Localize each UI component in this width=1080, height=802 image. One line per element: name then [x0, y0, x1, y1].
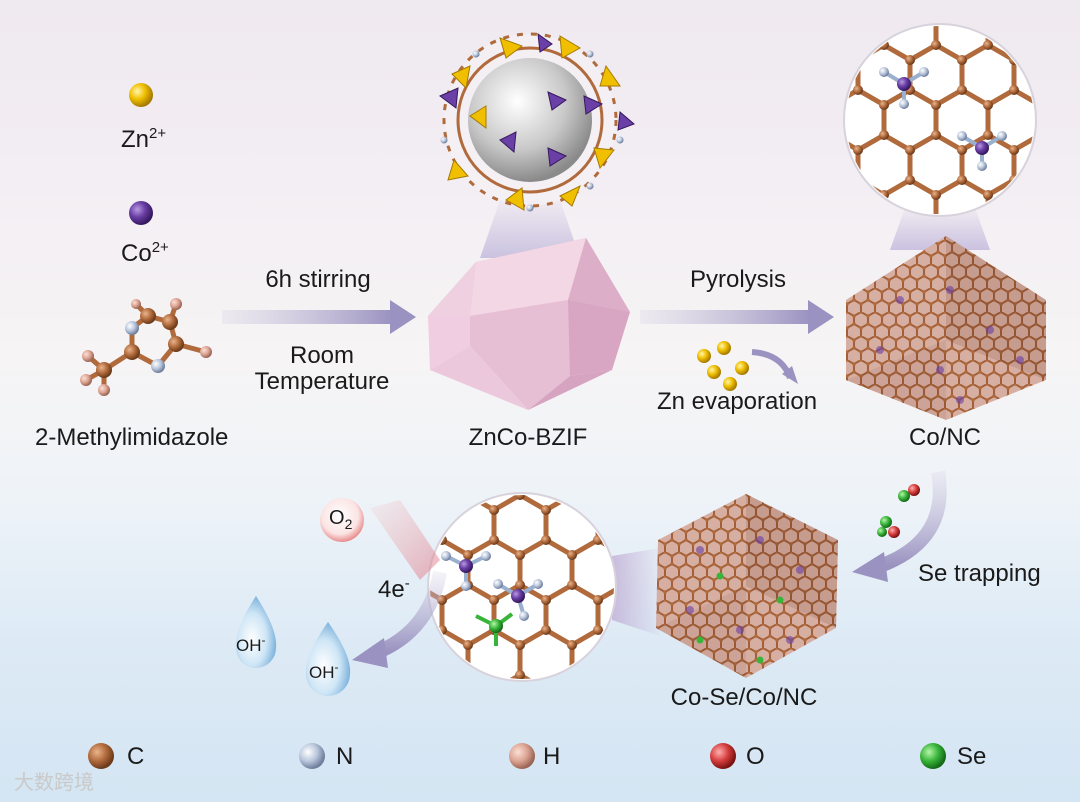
legend-se-sphere	[920, 743, 946, 769]
co-se-graphene-zoom	[428, 493, 616, 681]
pyrolysis-arrow	[640, 300, 834, 334]
conc-polyhedron	[846, 236, 1046, 420]
legend-h-label: H	[543, 745, 560, 769]
stirring-arrow	[222, 300, 416, 334]
zn-evaporation-spheres	[697, 341, 798, 391]
se-molecules	[877, 484, 920, 538]
oh-droplet-2	[306, 622, 350, 696]
legend-se-label: Se	[957, 745, 986, 769]
methylimidazole-molecule	[80, 298, 212, 396]
zif-crystal	[428, 238, 630, 410]
conc-label: Co/NC	[909, 426, 981, 450]
oh-droplet-1	[236, 596, 276, 668]
o2-label: O2	[329, 508, 352, 528]
legend-n-sphere	[299, 743, 325, 769]
zn-ion-sphere	[129, 83, 153, 107]
pyrolysis-label: Pyrolysis	[690, 268, 786, 292]
zif-framework-zoom	[440, 34, 634, 212]
legend-o-label: O	[746, 745, 765, 769]
zn-evaporation-label: Zn evaporation	[657, 390, 817, 414]
legend-n-label: N	[336, 745, 353, 769]
co-ion-label: Co2+	[121, 242, 169, 266]
co-se-zoom-beam	[612, 548, 660, 636]
zn-ion-label: Zn2+	[121, 128, 166, 152]
co-ion-sphere	[129, 201, 153, 225]
final-product-label: Co-Se/Co/NC	[671, 686, 818, 710]
legend-c-label: C	[127, 745, 144, 769]
oh-label-2: OH-	[309, 664, 339, 681]
molecule-label: 2-Methylimidazole	[35, 426, 228, 450]
temperature-label: Temperature	[255, 370, 390, 394]
electron-label: 4e-	[378, 578, 410, 602]
conc-graphene-zoom	[840, 20, 1040, 220]
legend-h-sphere	[509, 743, 535, 769]
stirring-label: 6h stirring	[265, 268, 370, 292]
co-se-polyhedron	[656, 494, 838, 678]
oh-label-1: OH-	[236, 637, 266, 654]
se-trapping-label: Se trapping	[918, 562, 1041, 586]
zif-label: ZnCo-BZIF	[469, 426, 588, 450]
o2-beam	[370, 500, 440, 580]
legend-o-sphere	[710, 743, 736, 769]
watermark: 大数跨境	[14, 766, 94, 795]
room-label: Room	[290, 344, 354, 368]
